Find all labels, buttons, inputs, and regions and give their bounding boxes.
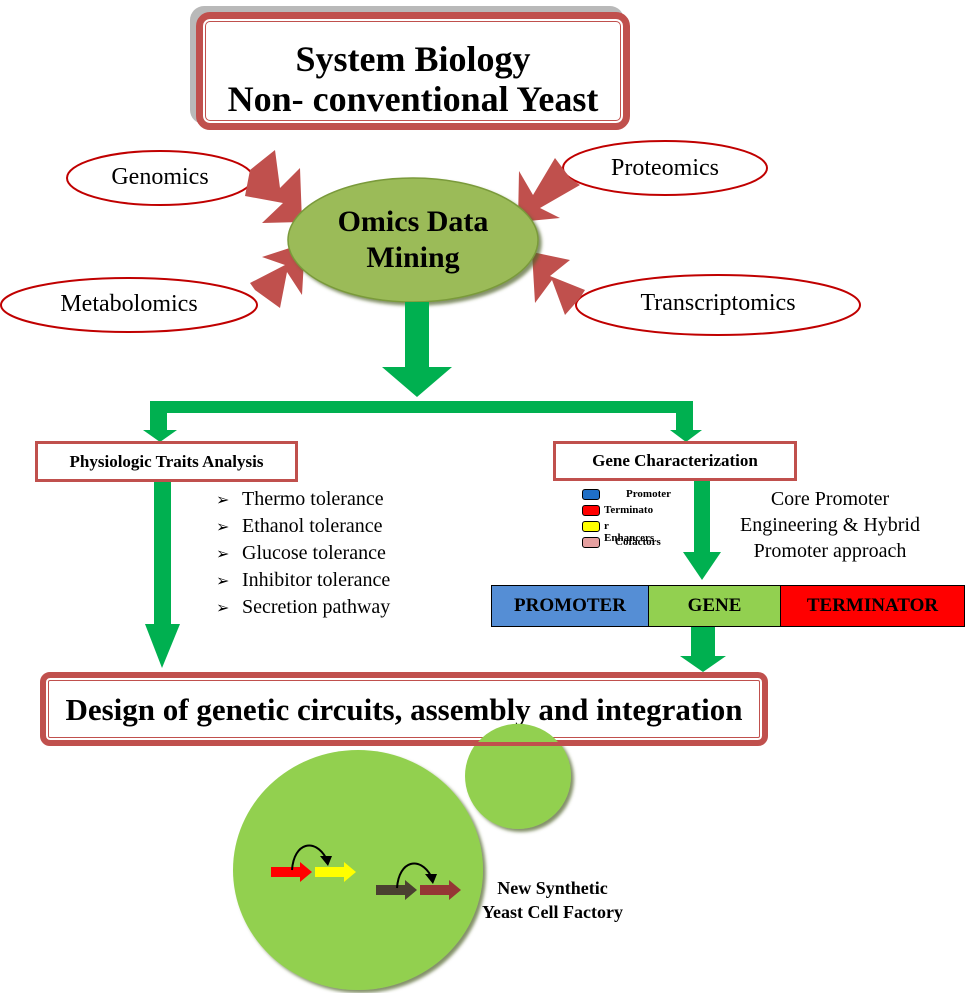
split-right-shaft [676,401,693,431]
split-bar [150,401,693,413]
circuit-yellow-arrow [315,862,356,882]
metabolomics-label: Metabolomics [60,291,198,317]
yeast-mother-cell [233,750,483,990]
physiologic-traits-box: Physiologic Traits Analysis [35,441,298,482]
trait-item: ➢Glucose tolerance [216,540,390,567]
physiologic-traits-label: Physiologic Traits Analysis [69,452,264,471]
transcriptomics-oval [575,274,861,336]
gene-flow-head [683,552,721,580]
metabolomics-oval [0,277,258,333]
genetic-circuit-1 [271,844,356,882]
arrow-bullet-icon: ➢ [216,544,230,563]
main-flow-head [382,367,452,397]
gene-characterization-label: Gene Characterization [592,451,758,470]
genomics-arrow [245,150,302,223]
transcriptomics-label: Transcriptomics [640,290,796,316]
split-left-head [143,430,177,442]
legend-swatch [582,489,600,500]
proteomics-label: Proteomics [611,155,719,181]
split-left-shaft [150,401,167,431]
cassette-terminator: TERMINATOR [781,586,964,626]
circuit-1-curve [291,844,327,871]
traits-flow-head [145,624,180,668]
arrow-bullet-icon: ➢ [216,517,230,536]
trait-item: ➢Secretion pathway [216,594,390,621]
circuit-brown-arrow [420,880,461,900]
arrow-bullet-icon: ➢ [216,490,230,509]
design-box: Design of genetic circuits, assembly and… [40,672,768,746]
cassette-promoter: PROMOTER [492,586,649,626]
circuit-dark-arrow [376,880,417,900]
proteomics-oval [562,140,768,196]
legend-swatch [582,521,600,532]
title-line-1: System Biology [295,39,531,79]
transcriptomics-arrow [532,252,585,315]
omics-center-line-2: Mining [366,241,460,274]
cassette-gene: GENE [649,586,781,626]
main-flow-shaft [405,302,429,368]
omics-center-label: Omics Data Mining [308,204,518,276]
yeast-bud-cell [465,723,571,829]
cassette-flow-head [680,656,726,672]
gene-characterization-box: Gene Characterization [553,441,797,481]
arrow-bullet-icon: ➢ [216,598,230,617]
cassette-flow-shaft [691,627,715,657]
trait-item: ➢Inhibitor tolerance [216,567,390,594]
circuit-2-curve [396,862,432,889]
promoter-approach-text: Core Promoter Engineering & Hybrid Promo… [740,488,920,562]
title-line-2: Non- conventional Yeast [227,79,599,119]
genetic-circuit-2 [376,862,461,900]
trait-item: ➢Thermo tolerance [216,486,390,513]
proteomics-arrow [518,158,580,222]
factory-label: New Synthetic Yeast Cell Factory [482,878,623,922]
traits-flow-shaft [154,481,171,626]
split-right-head [670,430,702,442]
metabolomics-arrow [250,243,305,308]
legend-swatch [582,537,600,548]
arrow-bullet-icon: ➢ [216,571,230,590]
trait-item: ➢Ethanol tolerance [216,513,390,540]
gene-cassette: PROMOTER GENE TERMINATOR [491,585,965,627]
title-box: System Biology Non- conventional Yeast [196,12,630,130]
circuit-red-arrow [271,862,312,882]
design-label: Design of genetic circuits, assembly and… [65,692,743,727]
legend-swatch [582,505,600,516]
omics-center-line-1: Omics Data [337,205,489,238]
traits-list: ➢Thermo tolerance ➢Ethanol tolerance ➢Gl… [216,486,390,621]
genomics-label: Genomics [111,164,209,190]
gene-flow-shaft [694,480,710,553]
